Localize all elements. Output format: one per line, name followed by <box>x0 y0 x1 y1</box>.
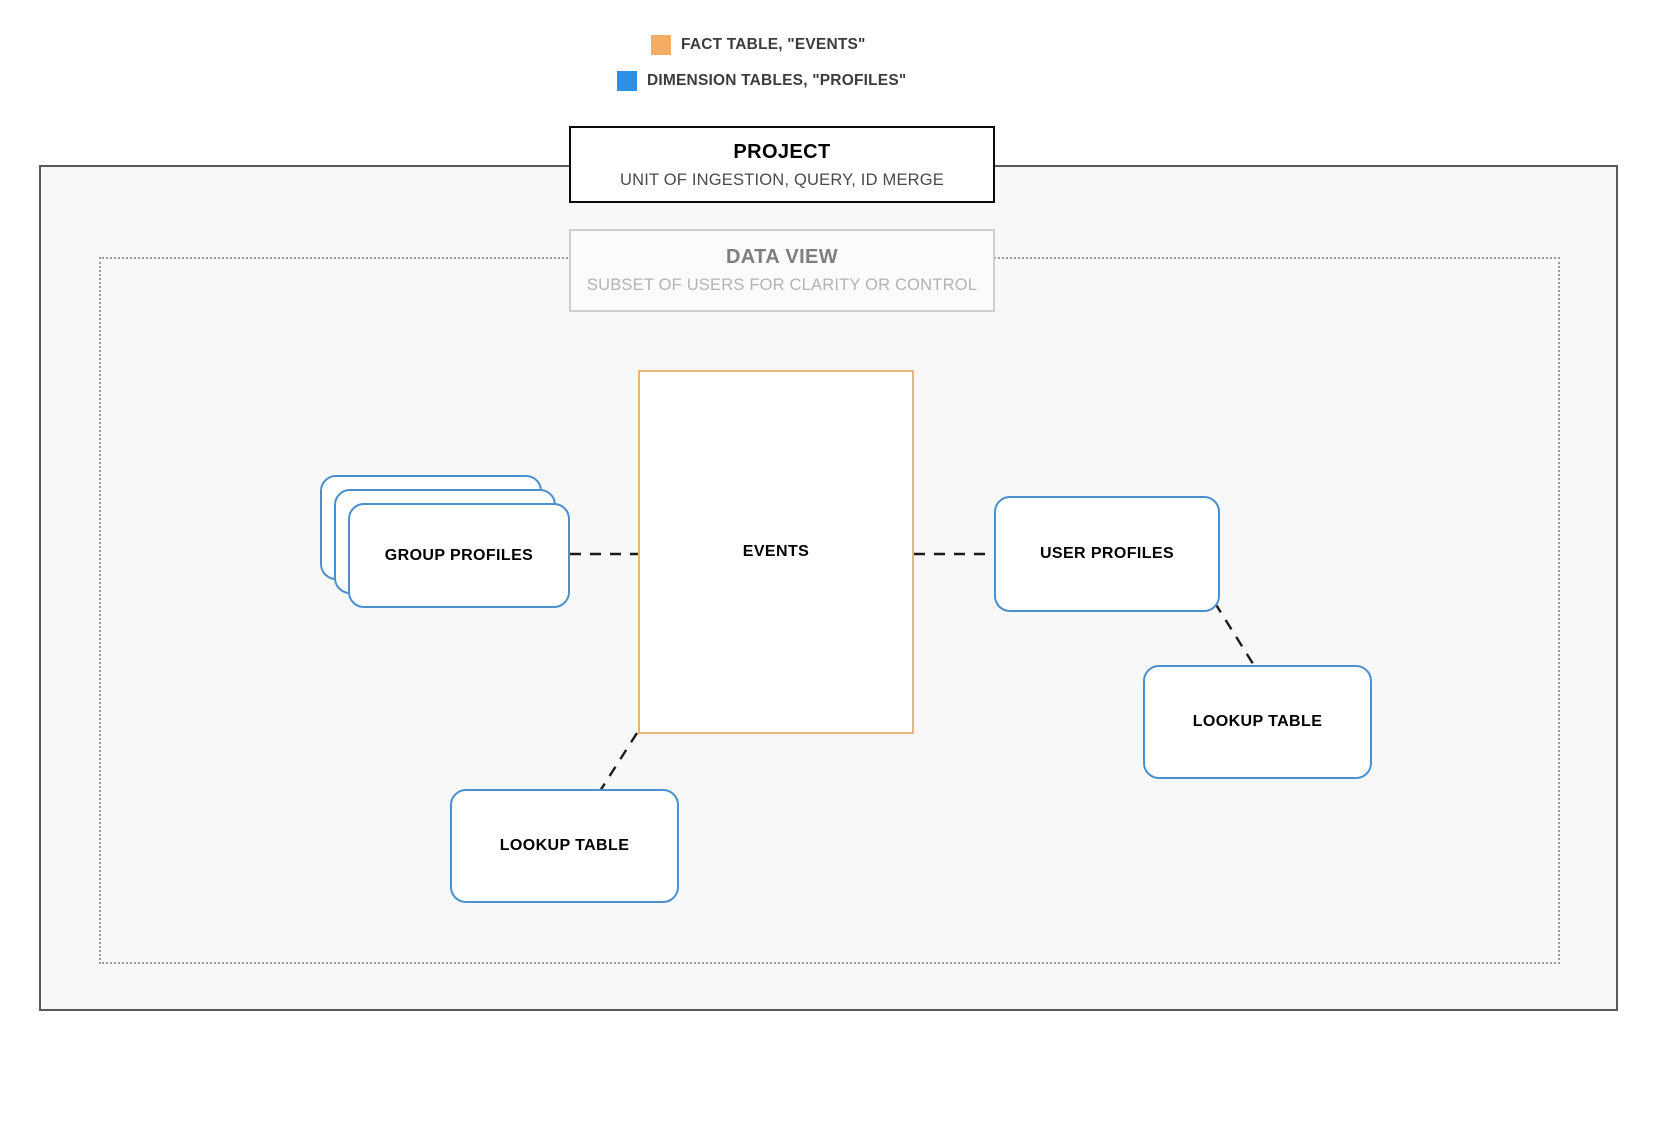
project-card-title: PROJECT <box>733 141 831 163</box>
blue-square-swatch-icon <box>617 71 637 91</box>
node-lookup-table-left[interactable]: LOOKUP TABLE <box>450 789 679 903</box>
legend-item-fact-table: FACT TABLE, "EVENTS" <box>651 35 866 55</box>
node-lookup-table-left-label: LOOKUP TABLE <box>499 837 630 854</box>
node-events[interactable]: EVENTS <box>638 370 914 734</box>
node-lookup-table-right[interactable]: LOOKUP TABLE <box>1143 665 1372 779</box>
node-lookup-table-right-label: LOOKUP TABLE <box>1192 713 1323 730</box>
node-events-label: EVENTS <box>742 543 810 560</box>
legend-label-fact-table: FACT TABLE, "EVENTS" <box>681 36 866 53</box>
legend-item-dimension-tables: DIMENSION TABLES, "PROFILES" <box>617 71 906 91</box>
data-view-card-title: DATA VIEW <box>725 246 839 268</box>
node-group-profiles[interactable]: GROUP PROFILES <box>320 475 570 610</box>
data-view-card-subtitle: SUBSET OF USERS FOR CLARITY OR CONTROL <box>586 276 978 294</box>
data-view-card: DATA VIEW SUBSET OF USERS FOR CLARITY OR… <box>569 229 995 312</box>
node-user-profiles-label: USER PROFILES <box>1039 545 1175 562</box>
project-card-subtitle: UNIT OF INGESTION, QUERY, ID MERGE <box>619 171 944 189</box>
legend-label-dimension-tables: DIMENSION TABLES, "PROFILES" <box>647 72 907 89</box>
project-card: PROJECT UNIT OF INGESTION, QUERY, ID MER… <box>569 126 995 203</box>
orange-square-swatch-icon <box>651 35 671 55</box>
node-group-profiles-label: GROUP PROFILES <box>384 546 534 564</box>
node-user-profiles[interactable]: USER PROFILES <box>994 496 1220 612</box>
group-profiles-stack-card-front: GROUP PROFILES <box>348 503 570 608</box>
